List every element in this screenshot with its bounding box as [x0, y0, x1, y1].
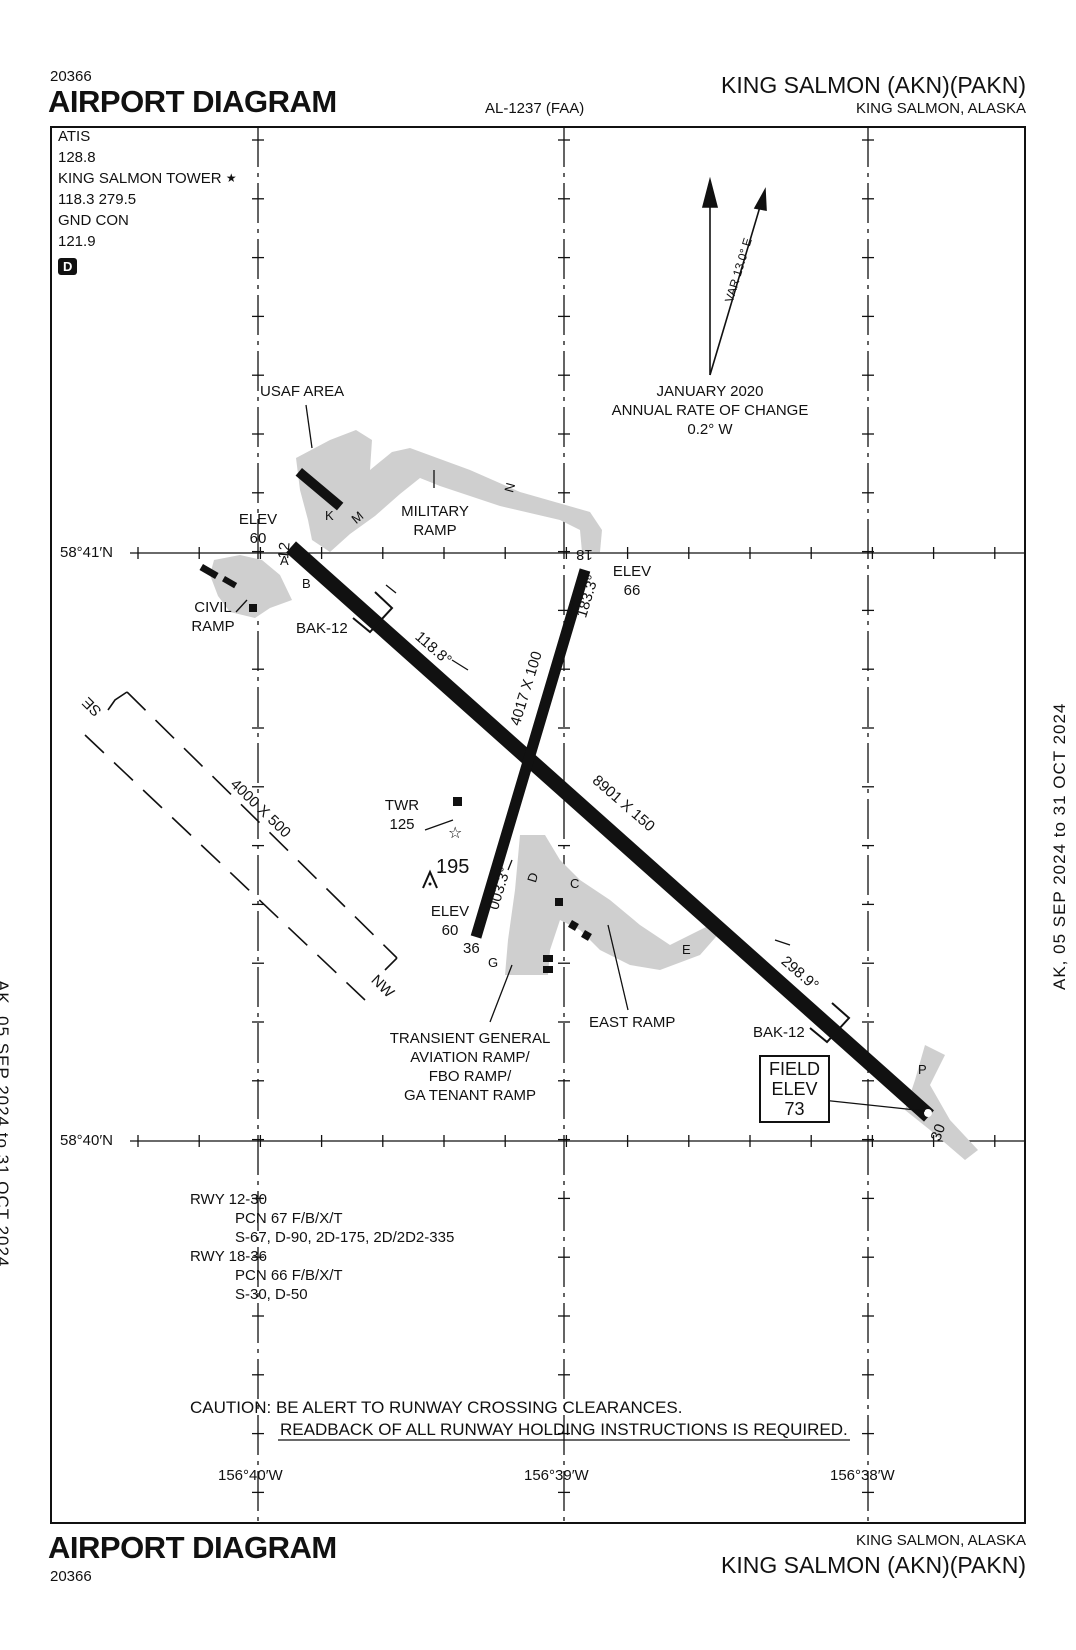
- tower-symbol: [453, 797, 462, 806]
- magnetic-arrows: [701, 176, 767, 376]
- arresting-gear: [352, 591, 851, 1044]
- runway-36-label: 36: [463, 940, 480, 957]
- bak12-se-mark: [809, 1002, 851, 1044]
- bak12-nw-mark: [352, 591, 394, 634]
- rwy-12-30-name: RWY 12-30: [190, 1191, 267, 1208]
- ga-east-ramp-area: [505, 835, 722, 975]
- rwy-12-30-pcn: PCN 67 F/B/X/T: [235, 1210, 343, 1227]
- civil-ramp-area: [210, 555, 292, 618]
- water-runway-ends: [107, 691, 398, 971]
- pavement: [210, 430, 978, 1160]
- true-north-arrowhead: [701, 176, 719, 208]
- lon-label-right: 156°38′W: [830, 1467, 895, 1484]
- airport-name-top: KING SALMON (AKN)(PAKN): [721, 72, 1026, 98]
- taxiway-k: K: [325, 508, 334, 523]
- ground-frequency: 121.9: [58, 233, 96, 250]
- magnetic-epoch: JANUARY 2020: [656, 383, 764, 400]
- pad-markers: [199, 468, 592, 973]
- magnetic-info: JANUARY 2020 ANNUAL RATE OF CHANGE 0.2° …: [590, 382, 830, 439]
- ga-ramp-pad: [543, 966, 553, 973]
- tower-label: KING SALMON TOWER ★: [58, 170, 237, 187]
- lon-label-left: 156°40′W: [218, 1467, 283, 1484]
- taxiway-a: A: [280, 553, 289, 568]
- runway-12-30: [286, 541, 934, 1122]
- field-elev-point: [924, 1109, 932, 1117]
- atis-label: ATIS: [58, 128, 91, 145]
- chart-code-bottom: 20366: [50, 1568, 92, 1585]
- chart-code-top: 20366: [50, 68, 92, 85]
- map-frame: [50, 126, 1026, 1524]
- water-runway: [84, 691, 398, 1001]
- frequency-block: ATIS 128.8 KING SALMON TOWER ★ 118.3 279…: [58, 126, 237, 277]
- usaf-area-label: USAF AREA: [260, 383, 345, 400]
- side-date-right: AK, 05 SEP 2024 to 31 OCT 2024: [1050, 702, 1069, 990]
- civil-ramp-pad: [199, 564, 219, 580]
- civil-ramp-pad: [222, 576, 238, 589]
- lat-label-bottom: 58°40′N: [60, 1132, 114, 1149]
- tower-frequency: 118.3 279.5: [58, 191, 137, 208]
- runway-info-block: RWY 12-30 PCN 67 F/B/X/T S-67, D-90, 2D-…: [190, 1190, 454, 1304]
- lat-label-top: 58°41′N: [60, 544, 114, 561]
- military-ramp-area: [296, 430, 602, 552]
- d-symbol-icon: D: [58, 258, 78, 275]
- grid-lines: [130, 127, 1024, 1522]
- ga-ramp-pad: [567, 919, 579, 931]
- rwy-18-36-pcn: PCN 66 F/B/X/T: [235, 1267, 343, 1284]
- airport-name-bottom: KING SALMON (AKN)(PAKN): [721, 1552, 1026, 1578]
- beacon-star-icon: ☆: [448, 823, 462, 842]
- runway-18-label: 18: [576, 546, 593, 563]
- taxiway-p-area: [905, 1045, 978, 1160]
- taxiway-p: P: [918, 1062, 927, 1077]
- airport-location-bottom: KING SALMON, ALASKA: [855, 1532, 1026, 1549]
- east-ramp-label: EAST RAMP: [589, 1014, 676, 1031]
- lon-label-mid: 156°39′W: [524, 1467, 589, 1484]
- chart-title-bottom: AIRPORT DIAGRAM: [48, 1530, 337, 1565]
- obstacle-elevation: 195: [436, 856, 470, 878]
- chart-id: AL-1237 (FAA): [485, 100, 585, 117]
- magnetic-rate-value: 0.2° W: [687, 421, 733, 438]
- side-date-left: AK, 05 SEP 2024 to 31 OCT 2024: [0, 980, 12, 1268]
- usaf-area-pad: [295, 468, 344, 511]
- taxiway-c: C: [570, 876, 580, 891]
- taxiway-b: B: [302, 576, 311, 591]
- magnetic-rate-label: ANNUAL RATE OF CHANGE: [611, 402, 809, 419]
- rwy-12-30-weights: S-67, D-90, 2D-175, 2D/2D2-335: [235, 1229, 455, 1246]
- rwy-18-36-name: RWY 18-36: [190, 1248, 267, 1265]
- obstacle-symbol: [422, 869, 438, 889]
- bak12-se-label: BAK-12: [753, 1024, 805, 1041]
- chart-title-top: AIRPORT DIAGRAM: [48, 84, 337, 119]
- bak12-nw-label: BAK-12: [296, 620, 348, 637]
- rwy-18-36-weights: S-30, D-50: [235, 1286, 308, 1303]
- ga-ramp-pad: [555, 898, 563, 906]
- airport-location-top: KING SALMON, ALASKA: [855, 100, 1026, 117]
- civil-ramp-pad: [249, 604, 257, 612]
- ga-ramp-pad: [543, 955, 553, 962]
- magnetic-north-arrowhead: [753, 187, 767, 211]
- caution-line-2: READBACK OF ALL RUNWAY HOLDING INSTRUCTI…: [280, 1420, 848, 1439]
- ground-label: GND CON: [58, 212, 129, 229]
- caution-line-1: CAUTION: BE ALERT TO RUNWAY CROSSING CLE…: [190, 1398, 683, 1417]
- taxiway-e: E: [682, 942, 691, 957]
- atis-frequency: 128.8: [58, 149, 96, 166]
- taxiway-g: G: [488, 955, 499, 970]
- leader-lines: [235, 404, 926, 1112]
- runway-18-36: [470, 568, 591, 939]
- ga-ramp-pad: [581, 930, 592, 941]
- tower-star-icon: ★: [225, 171, 237, 185]
- magnetic-north-arrow: [709, 199, 763, 376]
